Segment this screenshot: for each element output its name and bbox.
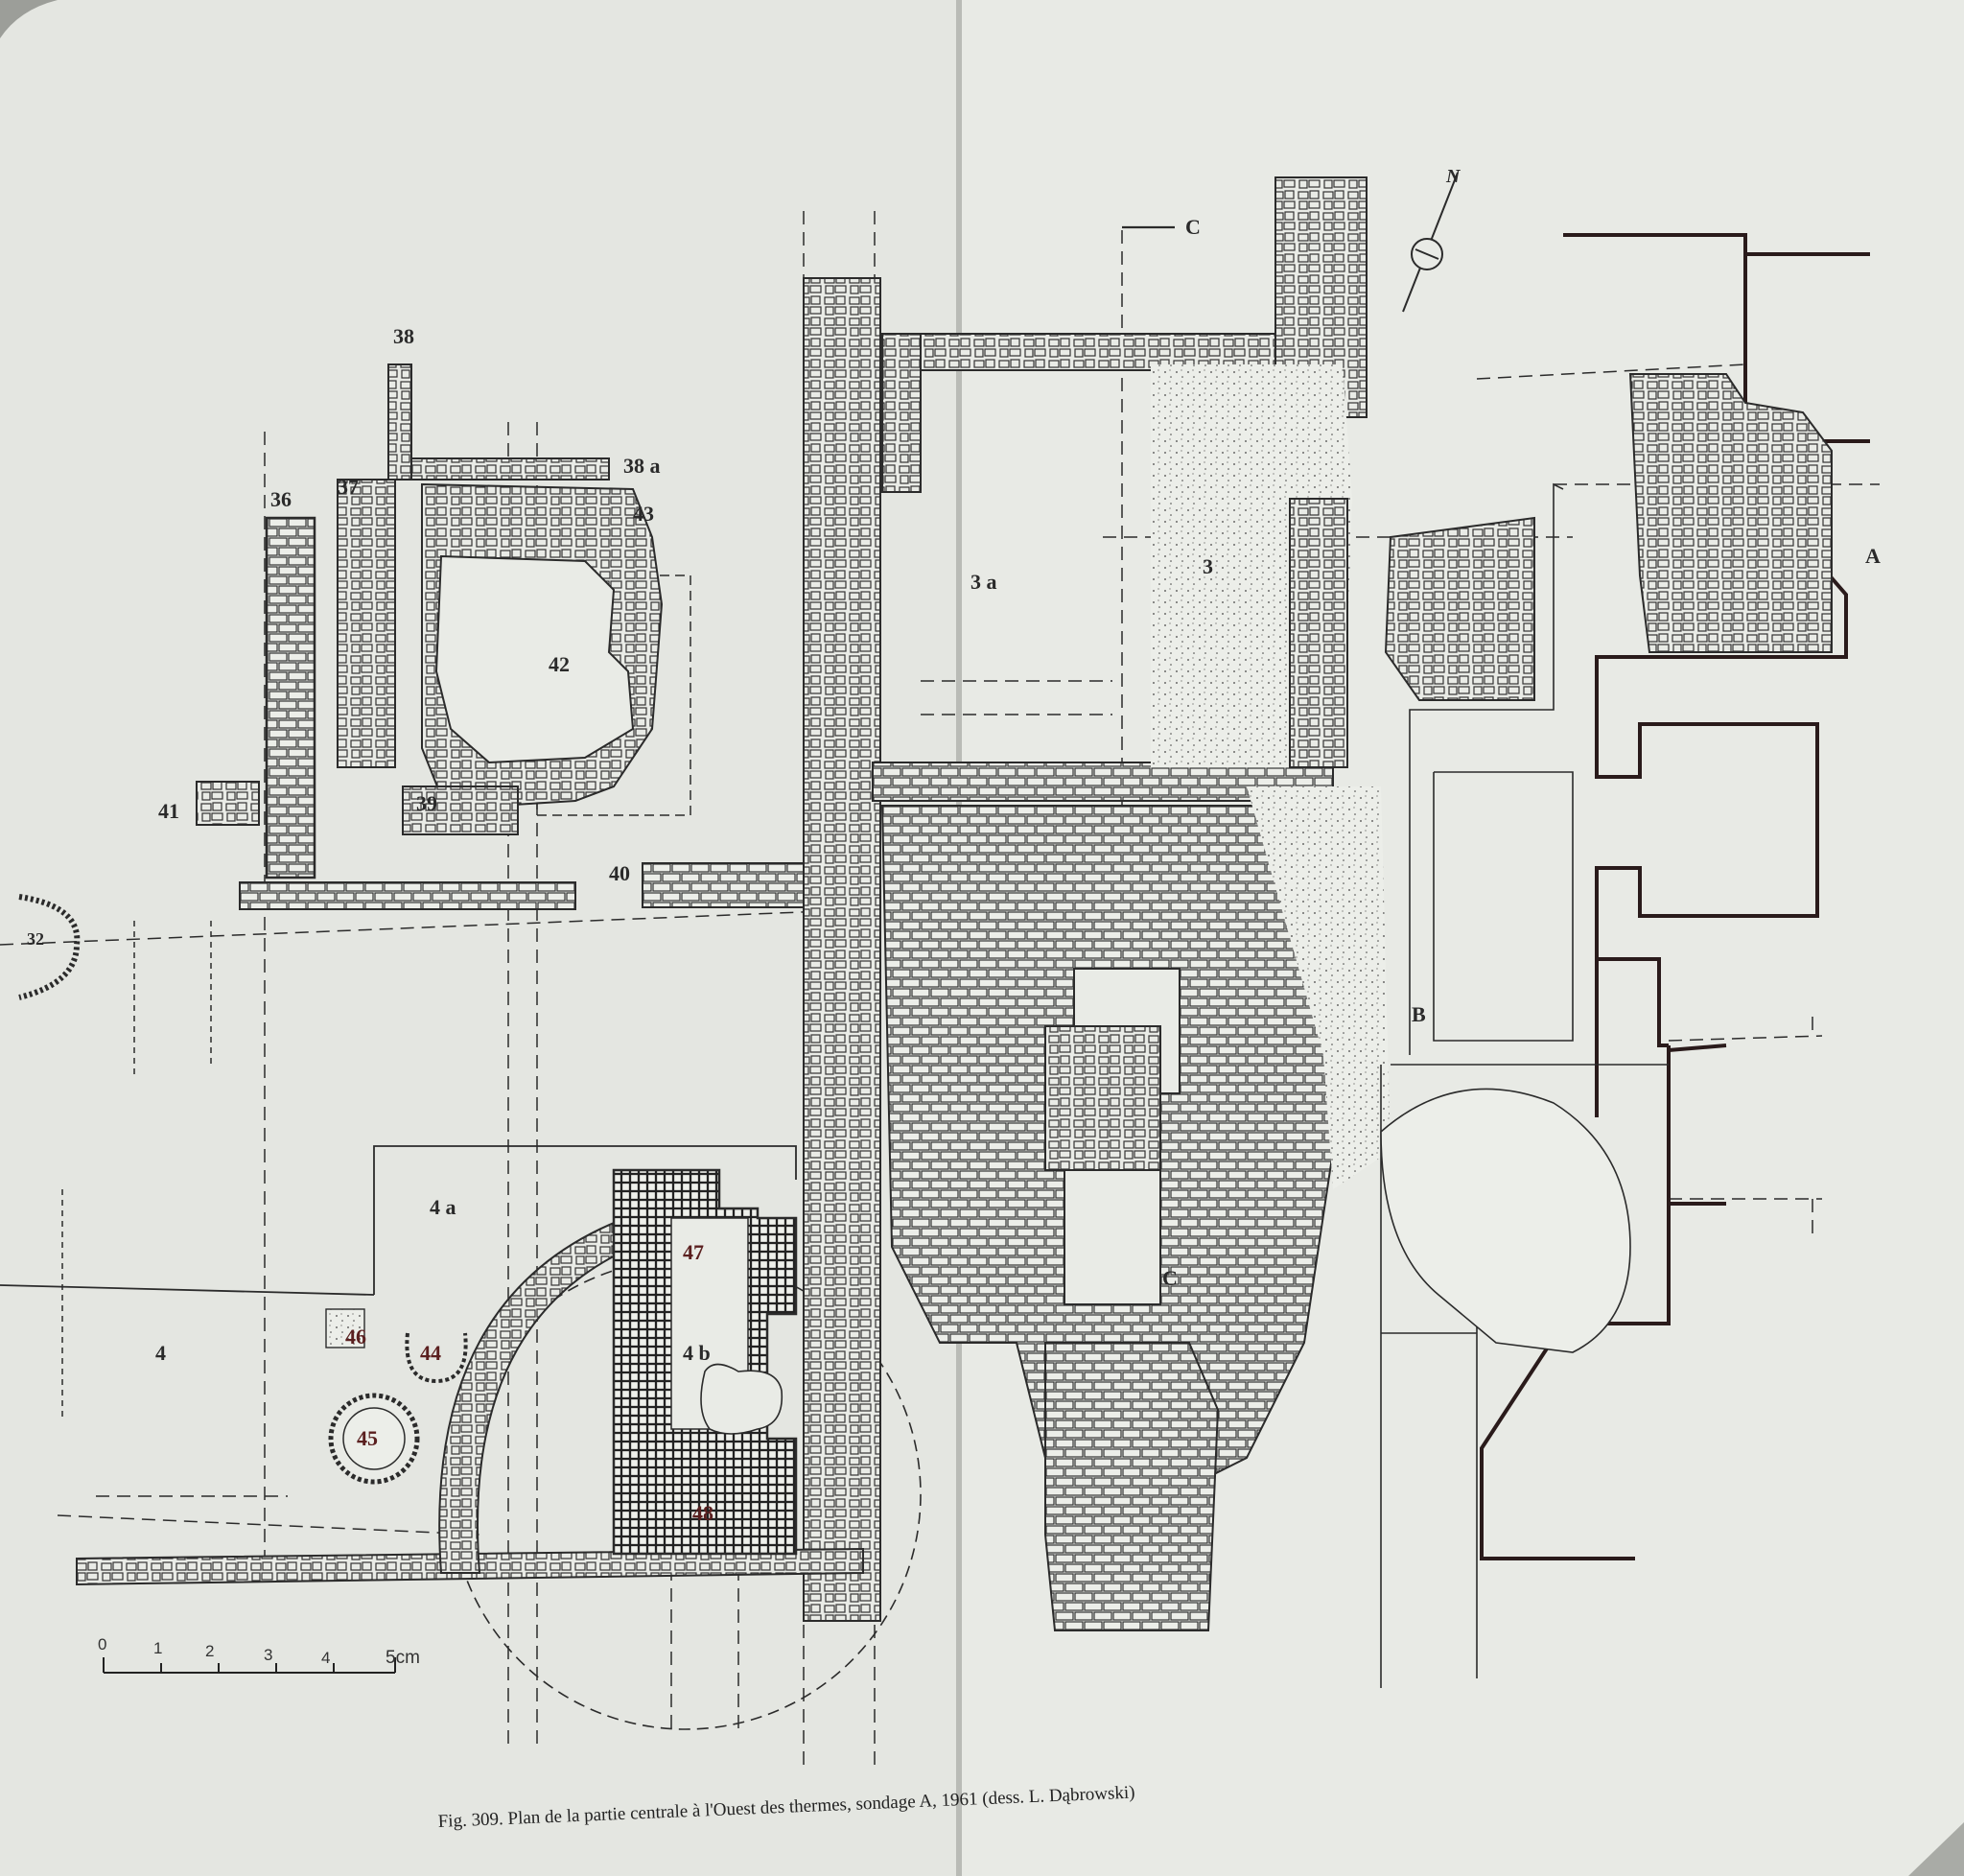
stone-cluster-mid (1384, 516, 1535, 701)
label-45: 45 (357, 1426, 378, 1450)
scale-bar (103, 1657, 396, 1674)
pool-4b-basin (700, 1363, 783, 1435)
scale-tick-2: 2 (205, 1642, 214, 1660)
stippled-strip (1247, 786, 1391, 1189)
section-marker-c-bottom: C (1162, 1266, 1178, 1290)
room-4a-outline (0, 1145, 797, 1296)
wall-39 (402, 786, 519, 835)
scale-labels: 0 1 2 3 4 5cm (98, 1635, 420, 1668)
bath-thin-outlines (1380, 482, 1669, 1688)
main-vertical-wall (803, 277, 881, 1622)
section-marker-a: A (1865, 544, 1881, 568)
south-masonry (1044, 1342, 1220, 1631)
site-plan (0, 172, 1880, 1765)
scale-tick-0: 0 (98, 1635, 106, 1653)
label-47: 47 (683, 1240, 704, 1264)
wall-41 (196, 781, 260, 826)
label-32: 32 (27, 929, 44, 949)
label-43: 43 (633, 502, 654, 526)
scale-tick-4: 4 (321, 1649, 330, 1667)
scale-tick-3: 3 (264, 1646, 272, 1664)
wall-40b (642, 862, 826, 908)
central-niche-2 (1064, 1169, 1161, 1305)
page-corner-shadow-bottom (1908, 1822, 1964, 1876)
label-46: 46 (345, 1325, 366, 1348)
left-markers (61, 921, 212, 1419)
brick-pier (1044, 1025, 1161, 1171)
label-4: 4 (155, 1341, 166, 1365)
label-48: 48 (692, 1501, 713, 1525)
wall-40 (239, 881, 576, 910)
label-3a: 3 a (970, 570, 997, 594)
label-4b: 4 b (683, 1341, 711, 1365)
label-41: 41 (158, 799, 179, 823)
north-label: N (1445, 166, 1461, 187)
label-4a: 4 a (430, 1195, 456, 1219)
pool-42-basin (434, 554, 635, 764)
page-corner-shadow (0, 0, 58, 38)
area-labels: 32 36 37 38 38 a 39 40 41 42 43 44 45 46… (27, 324, 1213, 1525)
label-39: 39 (416, 791, 437, 815)
label-40: 40 (609, 861, 630, 885)
feature-46 (325, 1308, 365, 1348)
stone-cluster-right (1628, 373, 1833, 653)
label-44: 44 (420, 1341, 441, 1365)
section-marker-b: B (1412, 1002, 1426, 1026)
north-arrow (1402, 172, 1459, 313)
wall-38 (387, 363, 412, 481)
wall-3a-top (891, 333, 1305, 371)
label-37: 37 (338, 475, 359, 499)
wall-37 (337, 479, 396, 768)
wall-3a-left (881, 333, 922, 493)
label-38a: 38 a (623, 454, 661, 478)
label-3: 3 (1203, 554, 1213, 578)
section-marker-c-top: C (1185, 215, 1201, 239)
wall-38a (387, 457, 610, 481)
irregular-basin (1380, 1088, 1631, 1353)
scale-tick-1: 1 (153, 1639, 162, 1657)
label-38: 38 (393, 324, 414, 348)
wall-3-right (1289, 498, 1348, 768)
scale-end-label: 5cm (386, 1648, 420, 1668)
wall-36 (265, 516, 316, 879)
label-36: 36 (270, 487, 292, 511)
label-42: 42 (549, 652, 570, 676)
